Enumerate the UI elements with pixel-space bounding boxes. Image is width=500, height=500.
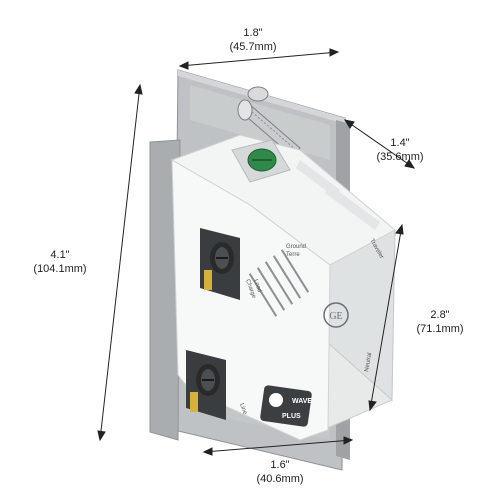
dimension-depth-inches: 1.4" [390,137,410,149]
dimension-top-width-inches: 1.8" [243,27,263,39]
load-label: Load [252,279,262,294]
dimension-body-height: 2.8" (71.1mm) [416,308,463,336]
badge-wave-text: WAVE [292,398,312,405]
dimension-top-width-mm: (45.7mm) [229,41,277,53]
ground-label: Ground [286,244,306,250]
dimension-bottom-width-inches: 1.6" [270,459,290,471]
lower-terminal [186,350,226,420]
line-label: Line [238,403,248,416]
dimension-plate-height: 4.1" (104.1mm) [33,248,86,276]
upper-terminal [200,228,240,300]
terre-label: Terre [286,252,300,258]
badge-plus-text: PLUS [282,413,301,420]
dimension-plate-height-mm: (104.1mm) [33,263,87,275]
dimension-bottom-width-mm: (40.6mm) [256,473,304,485]
dimension-plate-height-inches: 4.1" [50,249,70,261]
ge-logo-text: GE [329,311,342,322]
ge-logo: GE [323,302,349,328]
dimension-lines [97,48,416,456]
dimension-depth: 1.4" (35.6mm) [376,136,423,164]
neutral-label: Neutral [364,352,373,372]
dimension-bottom-width: 1.6" (40.6mm) [256,458,303,486]
dimension-depth-mm: (35.6mm) [376,151,424,163]
printed-spec-lines [248,249,310,317]
dimension-top-width: 1.8" (45.7mm) [229,26,276,54]
zwave-plus-badge: WAVE PLUS [260,385,312,427]
dimension-body-height-inches: 2.8" [430,309,450,321]
mounting-screw [237,86,301,157]
dimension-body-height-mm: (71.1mm) [416,323,464,335]
